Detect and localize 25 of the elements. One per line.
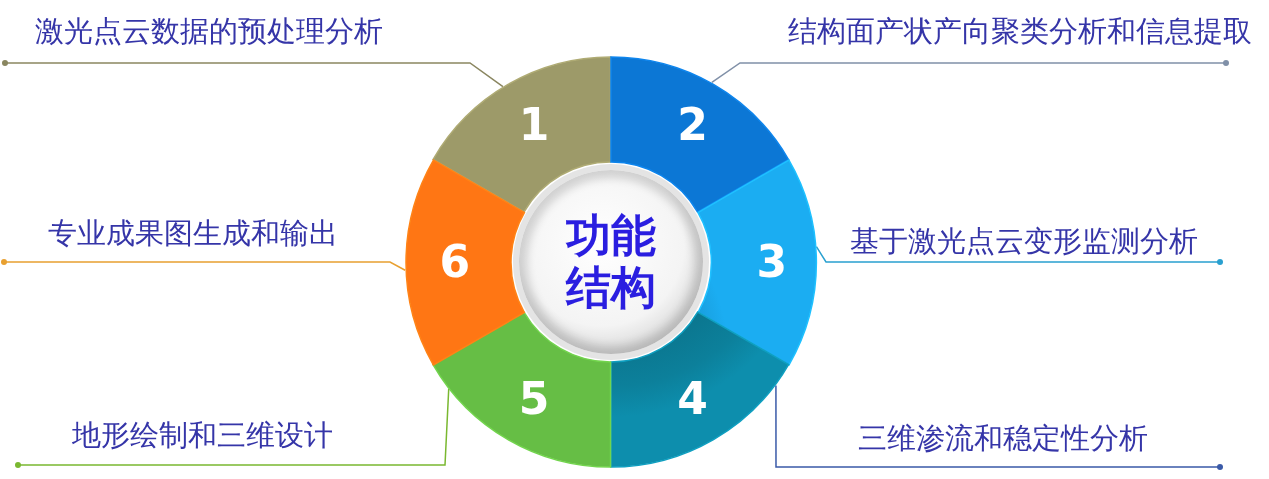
leader-line [1,259,406,271]
segment-number: 2 [677,102,708,147]
ring-segment [433,57,611,212]
ring-segment [611,57,789,212]
leader-line [775,384,1223,470]
ring-segment [697,159,816,365]
function-label: 地形绘制和三维设计 [72,418,333,453]
leader-line [15,388,450,468]
leader-line [815,245,1223,265]
ring-segment [433,312,611,467]
function-label: 激光点云数据的预处理分析 [35,14,383,49]
ring-segment [611,312,789,467]
leader-line [2,60,504,88]
function-label: 结构面产状产向聚类分析和信息提取 [788,14,1252,49]
function-label: 三维渗流和稳定性分析 [858,421,1148,456]
segment-number: 1 [518,102,550,147]
segment-number: 6 [439,240,470,284]
segment-number: 4 [677,377,708,422]
function-label: 基于激光点云变形监测分析 [850,224,1198,259]
leader-line [711,60,1229,84]
ring-segment [406,159,525,365]
center-title: 功能结构 [564,210,657,314]
segment-number: 3 [756,240,788,284]
function-label: 专业成果图生成和输出 [48,216,338,251]
segment-number: 5 [518,377,550,422]
